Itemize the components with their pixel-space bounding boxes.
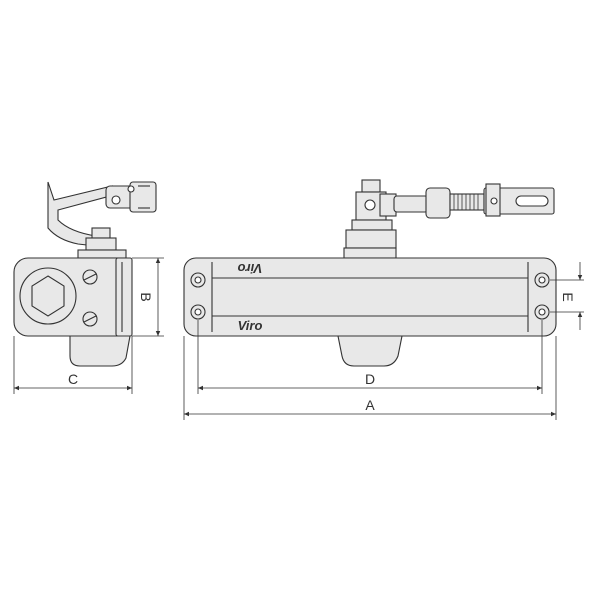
pinion-nut [343, 247, 397, 259]
brand-mark-top: Viro [238, 261, 263, 276]
side-pinion-base [77, 249, 127, 259]
side-flange [115, 257, 133, 337]
dimension-label-d: D [365, 371, 375, 387]
arm-link [393, 195, 429, 213]
dimension-label-b: B [138, 292, 154, 301]
front-dimensions [183, 262, 584, 420]
side-arm-clip [129, 181, 157, 213]
front-view [183, 179, 557, 367]
side-pinion-nut [85, 237, 117, 251]
bottom-boss [337, 335, 403, 367]
hex-icon [31, 275, 65, 317]
bracket-slot [515, 195, 549, 207]
bracket-screw [490, 197, 498, 205]
arm-knuckle [425, 187, 451, 219]
side-view [13, 181, 157, 367]
dimension-label-a: A [365, 397, 375, 413]
pinion-shaft [345, 229, 397, 249]
spring-coils [453, 194, 479, 210]
side-bottom-boss [69, 335, 131, 367]
spring-rod [449, 193, 485, 211]
side-pinion-cap [91, 227, 111, 239]
dimension-label-c: C [68, 371, 78, 387]
side-dimensions [13, 257, 164, 394]
brand-mark-bottom: Viro [238, 318, 263, 333]
arm-pivot-bolt [364, 199, 376, 211]
side-arm-pin [127, 185, 135, 193]
pinion-cap [351, 219, 393, 231]
side-arm-pivot [111, 195, 121, 205]
arm-pivot-cap [361, 179, 381, 193]
dimension-label-e: E [560, 292, 576, 301]
